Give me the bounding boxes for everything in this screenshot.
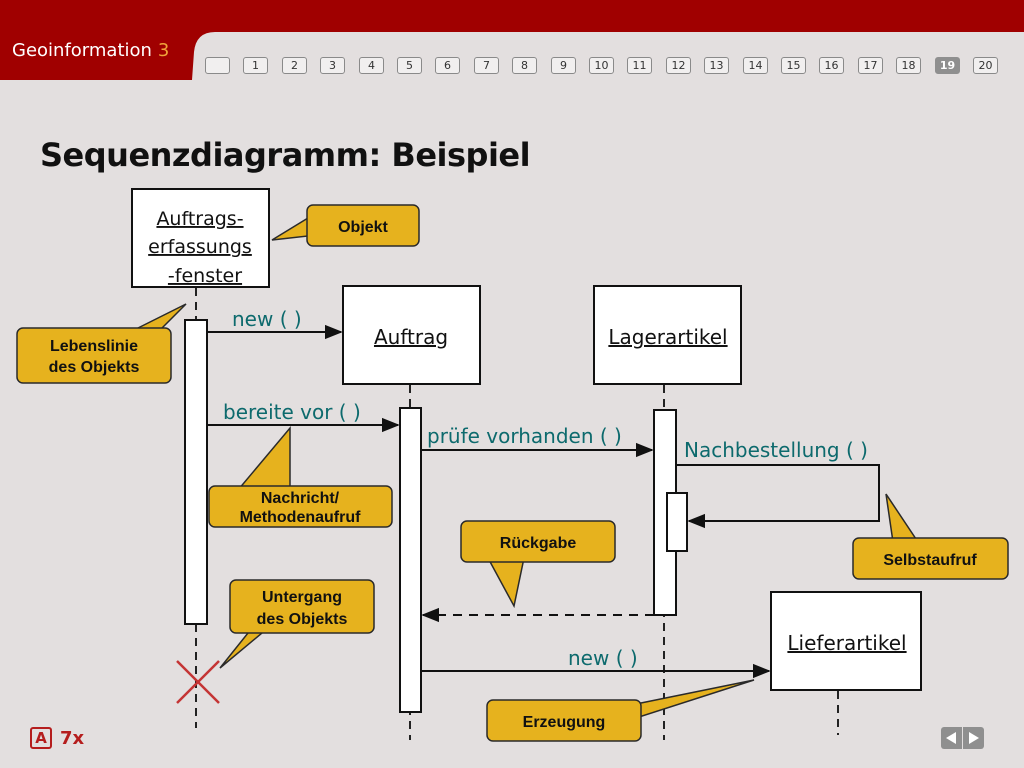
page-button-9[interactable]: 9: [551, 57, 576, 74]
callout-rueckgabe: Rückgabe: [460, 520, 616, 609]
page-button-1[interactable]: 1: [243, 57, 268, 74]
callout-text: Selbstaufruf: [883, 552, 977, 569]
object-label-line3: -fenster: [168, 265, 242, 287]
message-label-bereite-vor: bereite vor ( ): [223, 400, 361, 424]
slide-title: Sequenzdiagramm: Beispiel: [40, 136, 531, 174]
message-arrow-self-call: [676, 464, 880, 529]
activation-bar-auftrag: [399, 407, 422, 713]
page-button-6[interactable]: 6: [435, 57, 460, 74]
callout-nachricht: Nachricht/ Methodenaufruf: [208, 425, 393, 528]
slide-nav-arrows: [941, 727, 985, 751]
message-label-new-lieferartikel: new ( ): [568, 646, 638, 670]
page-button-5[interactable]: 5: [397, 57, 422, 74]
callout-text-line1: Lebenslinie: [50, 338, 138, 355]
callout-text-line1: Nachricht/: [261, 490, 340, 507]
arrow-right-icon: [969, 732, 979, 744]
callout-untergang: Untergang des Objekts: [219, 579, 375, 669]
arrow-left-icon: [946, 732, 956, 744]
object-auftrag: Auftrag: [342, 285, 481, 385]
callout-erzeugung: Erzeugung: [486, 679, 755, 742]
page-button-7[interactable]: 7: [474, 57, 499, 74]
page-button-20[interactable]: 20: [973, 57, 998, 74]
page-button-14[interactable]: 14: [743, 57, 768, 74]
object-label: Lagerartikel: [608, 325, 727, 349]
app-title-number: 3: [157, 40, 170, 61]
object-lieferartikel: Lieferartikel: [770, 591, 922, 691]
page-button-15[interactable]: 15: [781, 57, 806, 74]
page-button-19[interactable]: 19: [935, 57, 960, 74]
footer-count: 7x: [60, 728, 85, 749]
object-label: Lieferartikel: [787, 631, 906, 655]
object-label-line2: erfassungs: [148, 236, 252, 258]
page-button-12[interactable]: 12: [666, 57, 691, 74]
callout-text-line2: des Objekts: [49, 359, 140, 376]
object-auftragserfassung: Auftrags- erfassungs -fenster: [131, 188, 270, 288]
page-button-17[interactable]: 17: [858, 57, 883, 74]
activation-bar-self-call: [666, 492, 688, 552]
page-button-blank[interactable]: [205, 57, 230, 74]
page-button-8[interactable]: 8: [512, 57, 537, 74]
prev-slide-button[interactable]: [941, 727, 962, 749]
page-button-16[interactable]: 16: [819, 57, 844, 74]
activation-bar-auftragserfassung: [184, 319, 208, 625]
callout-text: Rückgabe: [500, 535, 577, 552]
page-button-18[interactable]: 18: [896, 57, 921, 74]
font-size-badge[interactable]: A: [30, 727, 52, 749]
page-button-11[interactable]: 11: [627, 57, 652, 74]
header-bar: [0, 0, 1024, 80]
callout-text-line2: des Objekts: [257, 611, 348, 628]
page-button-10[interactable]: 10: [589, 57, 614, 74]
callout-text: Objekt: [338, 219, 388, 236]
destroy-x-icon: [176, 660, 220, 704]
callout-lebenslinie: Lebenslinie des Objekts: [16, 303, 187, 384]
message-label-new-auftrag: new ( ): [232, 307, 302, 331]
object-label: Auftrag: [374, 325, 448, 349]
page-button-2[interactable]: 2: [282, 57, 307, 74]
callout-text-line1: Untergang: [262, 589, 342, 606]
page-button-4[interactable]: 4: [359, 57, 384, 74]
next-slide-button[interactable]: [963, 727, 984, 749]
object-label-line1: Auftrags-: [156, 208, 243, 230]
callout-selbstaufruf: Selbstaufruf: [852, 493, 1009, 580]
app-title-text: Geoinformation: [12, 40, 152, 61]
message-label-pruefe-vorhanden: prüfe vorhanden ( ): [427, 424, 622, 448]
callout-text-line2: Methodenaufruf: [240, 509, 362, 526]
message-label-nachbestellung: Nachbestellung ( ): [684, 438, 868, 462]
page-button-3[interactable]: 3: [320, 57, 345, 74]
page-button-13[interactable]: 13: [704, 57, 729, 74]
callout-objekt: Objekt: [271, 204, 420, 247]
callout-text: Erzeugung: [523, 714, 606, 731]
object-lagerartikel: Lagerartikel: [593, 285, 742, 385]
